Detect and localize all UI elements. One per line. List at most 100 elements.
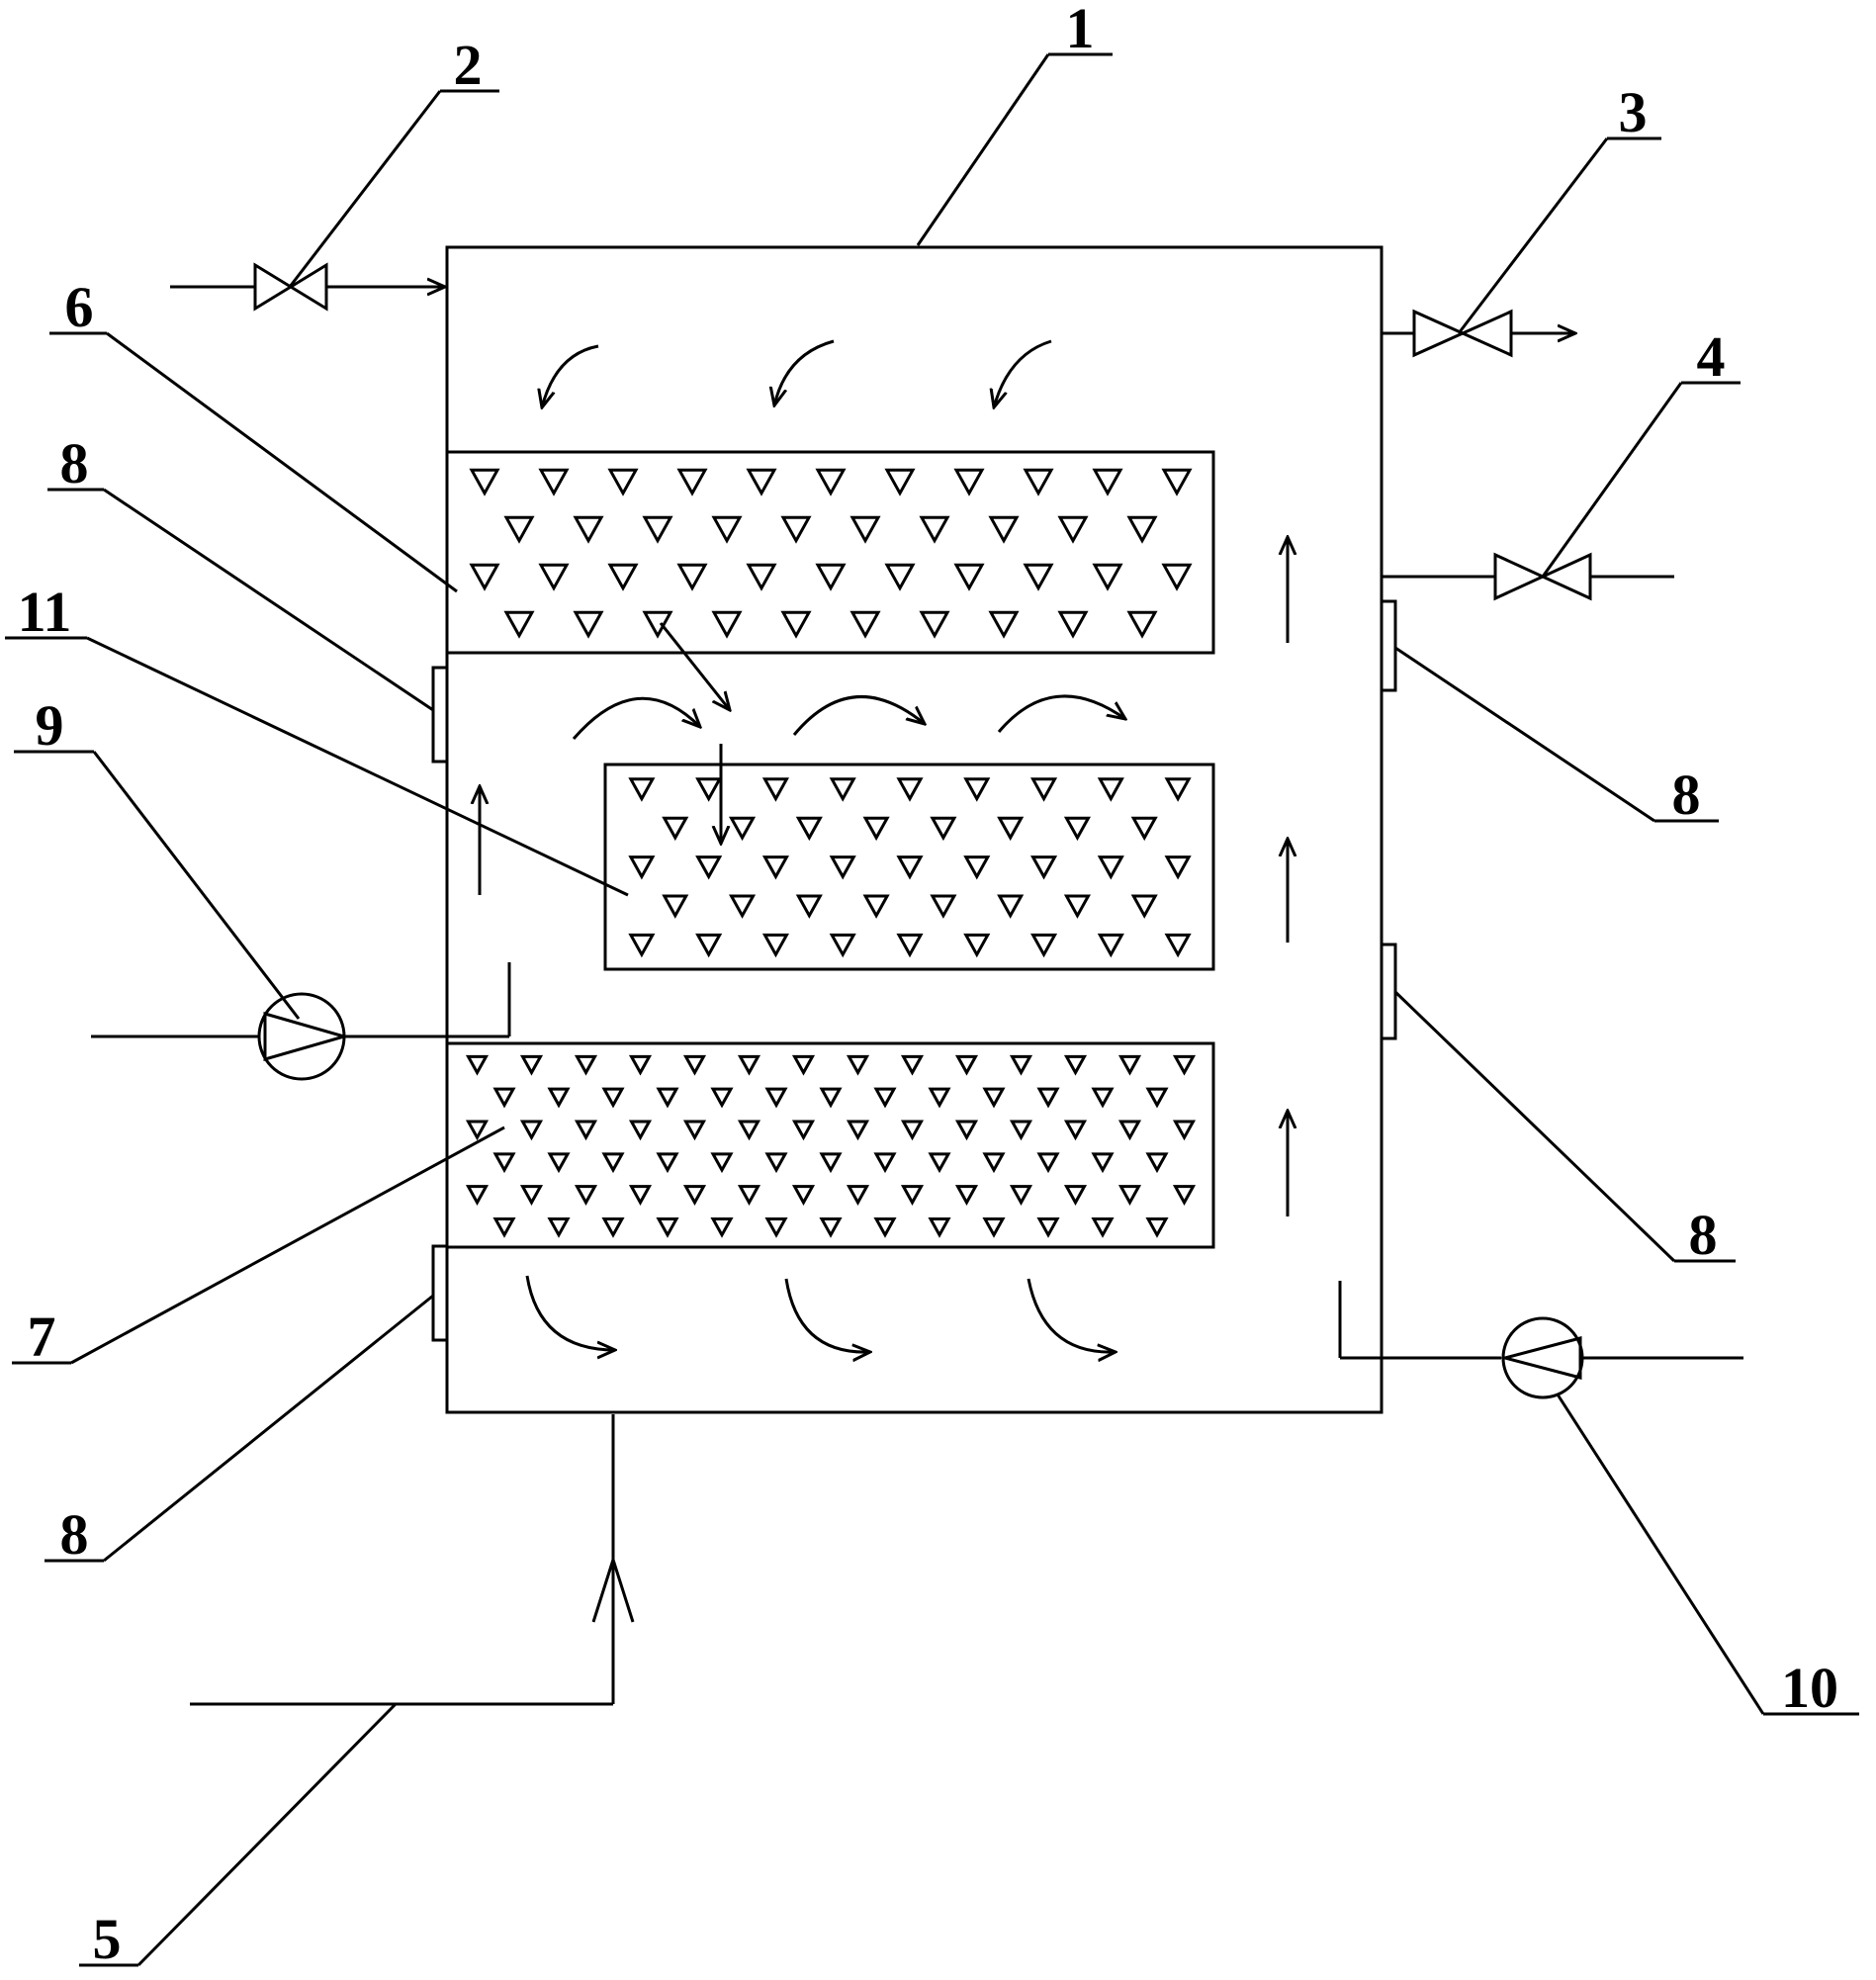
packing-triangle: [1117, 1185, 1142, 1206]
packing-triangle: [601, 1216, 625, 1238]
packing-triangle: [662, 816, 689, 842]
packing-triangle: [601, 1152, 625, 1174]
packing-triangle: [519, 1054, 544, 1076]
packing-triangle: [982, 1152, 1006, 1174]
packing-triangle: [492, 1152, 516, 1174]
packing-triangle: [492, 1216, 516, 1238]
packing-triangle: [1172, 1120, 1197, 1141]
packing-triangle: [963, 855, 991, 880]
packing-triangle: [1009, 1054, 1033, 1076]
label-port-left-upper: 8: [60, 431, 89, 495]
packing-triangle: [1130, 816, 1158, 842]
packing-triangle: [896, 777, 924, 802]
packing-triangle: [954, 1185, 979, 1206]
packing-triangle: [1036, 1152, 1060, 1174]
packing-triangle: [846, 1120, 870, 1141]
packing-triangle: [737, 1054, 761, 1076]
packing-triangle: [1063, 816, 1091, 842]
label-port-right-upper: 8: [1672, 763, 1701, 827]
packing-triangle: [930, 816, 957, 842]
packing-triangle: [954, 1054, 979, 1076]
packing-triangle: [1145, 1087, 1169, 1109]
packing-triangle: [963, 933, 991, 958]
packing-triangle: [628, 933, 656, 958]
packing-triangle: [819, 1152, 843, 1174]
packing-triangle: [1030, 855, 1058, 880]
label-vessel: 1: [1066, 0, 1095, 60]
packing-triangle: [676, 563, 708, 591]
packing-triangle: [1063, 1120, 1088, 1141]
packing-triangle: [1030, 933, 1058, 958]
packing-triangle: [729, 894, 757, 919]
label-port-left-lower: 8: [60, 1502, 89, 1567]
packing-triangle: [1164, 933, 1192, 958]
pump-10-symbol: [1501, 1316, 1584, 1399]
packing-triangle: [1164, 777, 1192, 802]
packing-triangle: [695, 933, 723, 958]
packing-triangle: [628, 1054, 653, 1076]
label-pump-left: 9: [36, 693, 64, 758]
packing-triangle: [764, 1087, 788, 1109]
packing-triangle: [465, 1185, 490, 1206]
packing-triangle: [469, 468, 500, 496]
packing-triangle: [761, 855, 789, 880]
packing-triangle: [953, 563, 985, 591]
packing-triangle: [819, 1087, 843, 1109]
packing-triangle: [780, 610, 812, 639]
packing-triangle: [1164, 855, 1192, 880]
packing-triangle: [1117, 1120, 1142, 1141]
packing-triangle: [928, 1216, 951, 1238]
packing-triangle: [846, 1054, 870, 1076]
pump-9-symbol: [257, 992, 346, 1081]
packing-triangle: [928, 1152, 951, 1174]
packing-triangle: [1091, 1087, 1115, 1109]
packing-triangle: [928, 1087, 951, 1109]
packing-triangle: [1172, 1185, 1197, 1206]
packing-triangle: [900, 1120, 925, 1141]
packing-triangle: [574, 1120, 598, 1141]
packing-triangle: [503, 515, 535, 544]
packing-triangle: [682, 1120, 707, 1141]
packing-triangle: [656, 1152, 679, 1174]
packing-triangle: [1063, 1054, 1088, 1076]
packing-triangle: [829, 933, 856, 958]
packing-triangle: [1057, 515, 1089, 544]
packing-triangle: [829, 777, 856, 802]
packing-triangle: [1030, 777, 1058, 802]
packing-triangles: [465, 468, 1197, 1238]
packing-triangle: [1036, 1216, 1060, 1238]
port-left-upper: [431, 666, 449, 764]
packing-triangle: [873, 1216, 897, 1238]
packing-triangle: [1057, 610, 1089, 639]
packing-triangle: [919, 610, 950, 639]
packing-triangle: [1097, 777, 1124, 802]
packing-triangle: [465, 1120, 490, 1141]
packing-triangle: [900, 1054, 925, 1076]
label-valve-outlet: 3: [1619, 80, 1648, 144]
packing-triangle: [503, 610, 535, 639]
label-packing-middle: 11: [18, 580, 72, 644]
packing-triangle: [873, 1087, 897, 1109]
packing-triangle: [988, 610, 1020, 639]
packing-triangle: [761, 777, 789, 802]
packing-triangle: [662, 894, 689, 919]
packing-triangle: [953, 468, 985, 496]
packing-triangle: [1161, 563, 1193, 591]
packing-triangle: [695, 777, 723, 802]
packing-triangle: [829, 855, 856, 880]
label-pump-right: 10: [1781, 1656, 1838, 1720]
packing-triangle: [538, 468, 570, 496]
packing-triangle: [710, 1216, 734, 1238]
packing-triangle: [764, 1152, 788, 1174]
packing-triangle: [682, 1185, 707, 1206]
packing-triangle: [1117, 1054, 1142, 1076]
packing-triangle: [519, 1185, 544, 1206]
packing-triangle: [729, 816, 757, 842]
packing-triangle: [919, 515, 950, 544]
label-valve-inlet: 2: [454, 33, 483, 97]
packing-triangle: [988, 515, 1020, 544]
packing-triangle: [1091, 1216, 1115, 1238]
packing-triangle: [791, 1185, 816, 1206]
packing-triangle: [656, 1216, 679, 1238]
packing-middle: [603, 763, 1215, 971]
